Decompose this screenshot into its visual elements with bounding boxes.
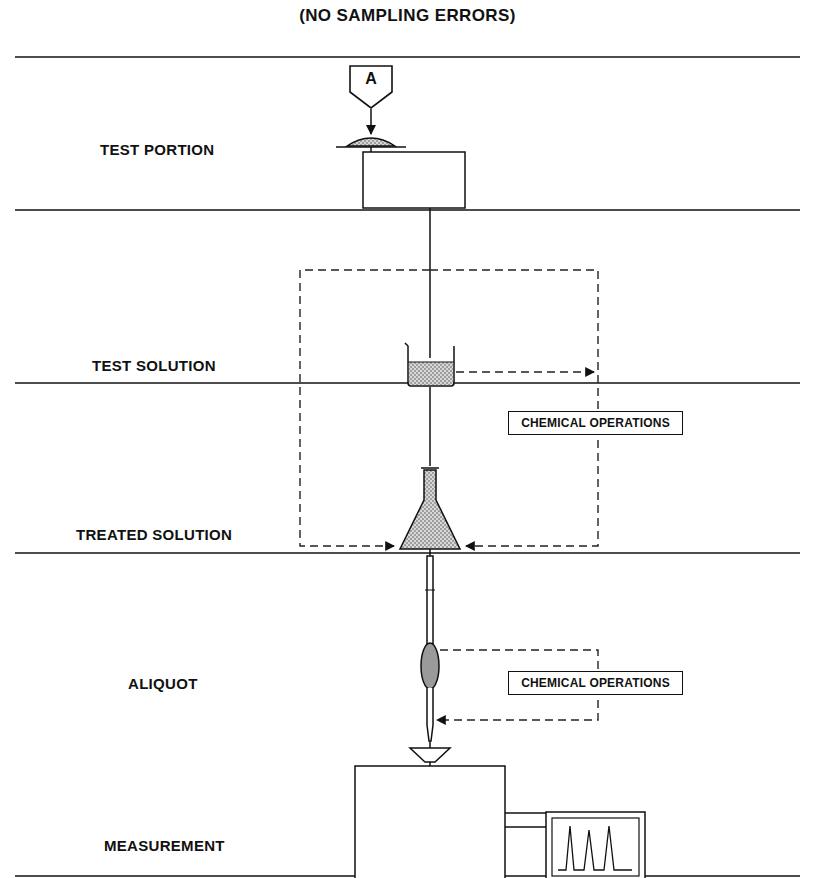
divider-line [15,56,800,58]
flask-body [400,470,460,549]
balance-body [363,152,465,208]
flow-arrow [370,109,372,134]
pentagon-shape [350,66,392,108]
dashed-loop [300,270,430,546]
flask [400,468,460,549]
dashed-loop [456,371,594,372]
flask-rim [421,467,439,469]
pipette-tip [427,688,433,741]
process-box: CHEMICAL OPERATIONS [508,671,683,695]
pipette-mark [425,590,435,591]
node-text: CHEMICAL OPERATIONS [521,676,670,690]
node-text: A [365,70,377,109]
balance [336,138,465,208]
stage-label: TEST PORTION [100,141,214,158]
chemical-loop [300,270,598,720]
instrument [355,748,645,878]
offpage-connector: A [349,65,393,109]
node-text: CHEMICAL OPERATIONS [521,416,670,430]
instrument-body [355,766,505,878]
chart-peaks [558,826,632,870]
pipette-bulb [421,643,439,689]
stage-label: ALIQUOT [128,675,198,692]
divider-line [15,209,800,211]
funnel [410,748,450,762]
beaker-glass [405,343,454,386]
signal-cable [505,812,546,814]
divider-line [15,552,800,554]
stage-dividers [15,57,800,876]
beaker [405,343,454,386]
beaker-liquid [409,362,453,385]
stage-label: TREATED SOLUTION [76,526,232,543]
flow-line [429,208,431,358]
flow-line [429,387,431,466]
chart-recorder [546,812,645,878]
pipette [421,556,439,741]
liquid-level [408,362,454,363]
signal-cable [505,826,546,828]
stage-label: TEST SOLUTION [92,357,216,374]
flow-line [429,549,431,556]
diagram-title: (NO SAMPLING ERRORS) [0,6,815,26]
pipette-stem [427,556,433,644]
dashed-loop [430,270,598,546]
stage-label: MEASUREMENT [104,837,225,854]
chart-paper [552,818,639,876]
weighing-dish [347,138,395,146]
flow-line [429,741,431,748]
process-box: CHEMICAL OPERATIONS [508,411,683,435]
